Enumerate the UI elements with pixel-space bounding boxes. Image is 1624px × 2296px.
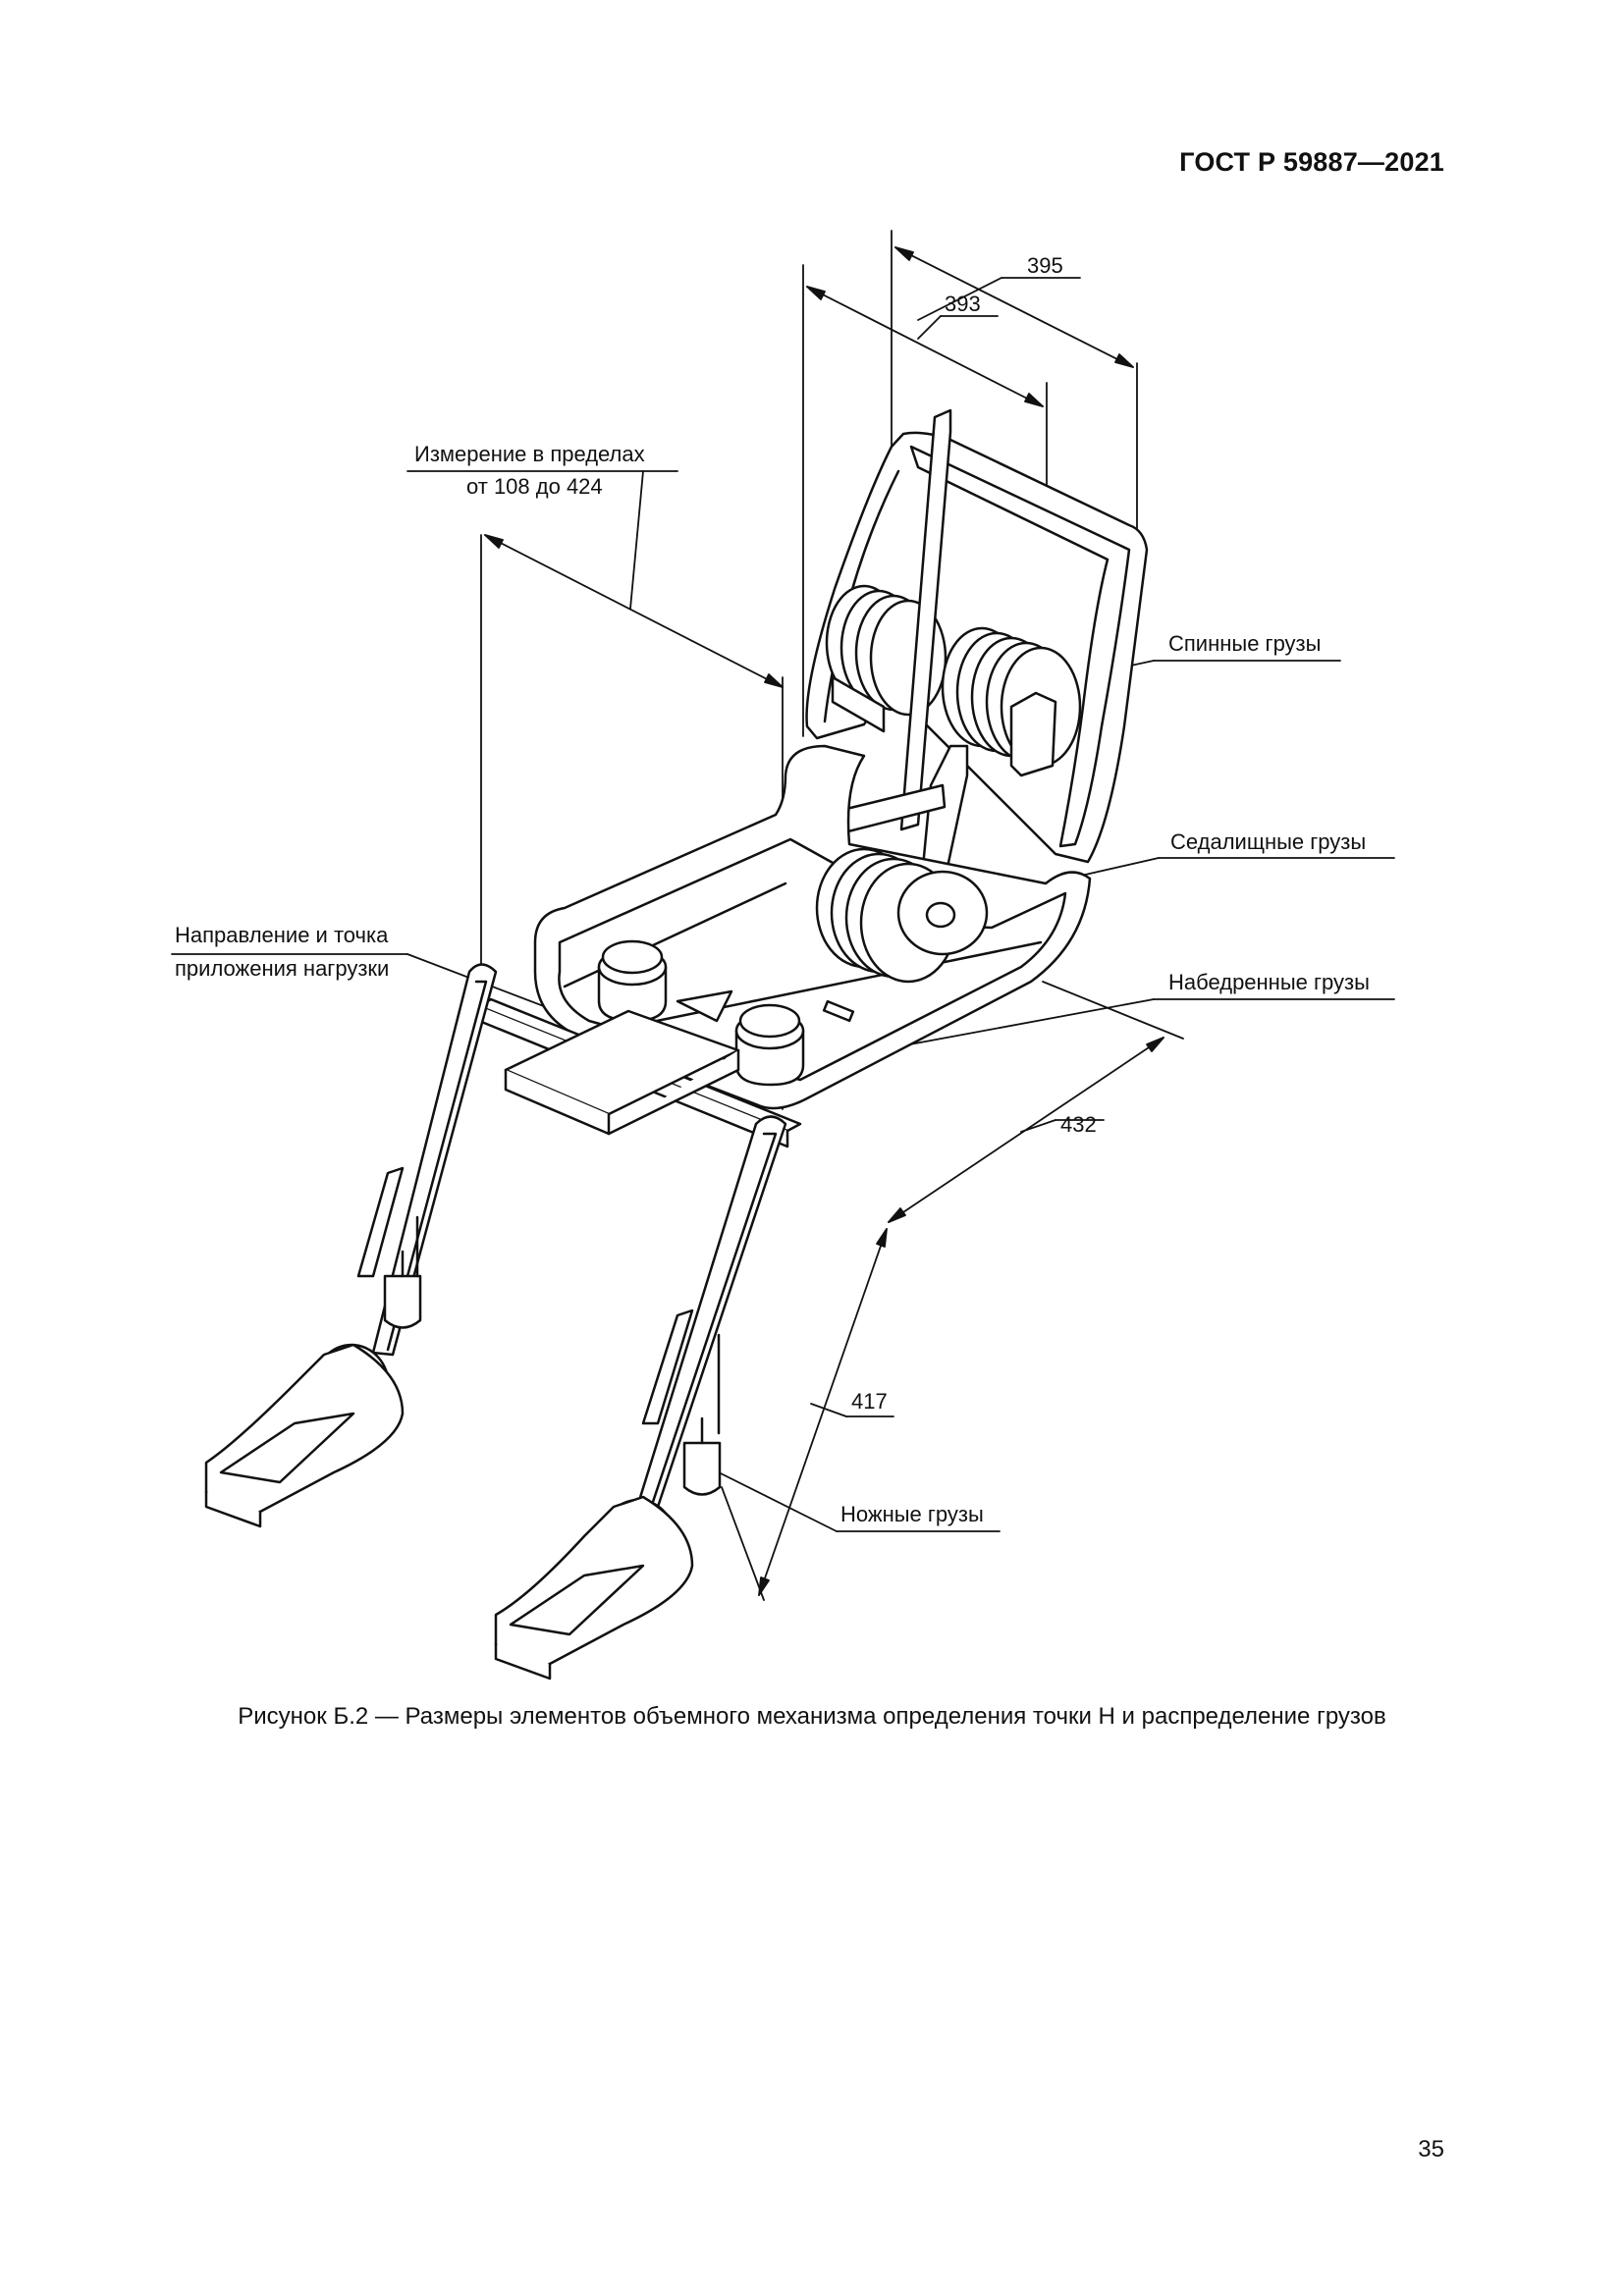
- label-thigh-weights: Набедренные грузы: [1168, 970, 1370, 994]
- dimension-393: 393: [945, 292, 981, 316]
- label-back-weights: Спинные грузы: [1168, 631, 1321, 656]
- dimension-395: 395: [1027, 253, 1063, 278]
- dimension-417: 417: [851, 1389, 888, 1414]
- thigh-weights: [597, 939, 805, 1087]
- page-number: 35: [1418, 2136, 1444, 2163]
- label-leg-weights: Ножные грузы: [840, 1502, 984, 1526]
- label-load-line1: Направление и точка: [175, 923, 389, 947]
- torso-post: [840, 408, 969, 920]
- document-code: ГОСТ Р 59887—2021: [1179, 147, 1444, 177]
- label-load-line2: приложения нагрузки: [175, 956, 389, 981]
- dimension-432: 432: [1060, 1112, 1097, 1137]
- label-seat-weights: Седалищные грузы: [1170, 829, 1366, 854]
- range-label-line1: Измерение в пределах: [414, 442, 645, 466]
- right-leg: [494, 1115, 787, 1681]
- left-leg: [204, 963, 498, 1528]
- figure-caption: Рисунок Б.2 — Размеры элементов объемног…: [238, 1703, 1386, 1730]
- range-label-line2: от 108 до 424: [466, 474, 603, 499]
- seat-weights: [815, 847, 989, 984]
- t-bar-load-plate: [477, 989, 855, 1148]
